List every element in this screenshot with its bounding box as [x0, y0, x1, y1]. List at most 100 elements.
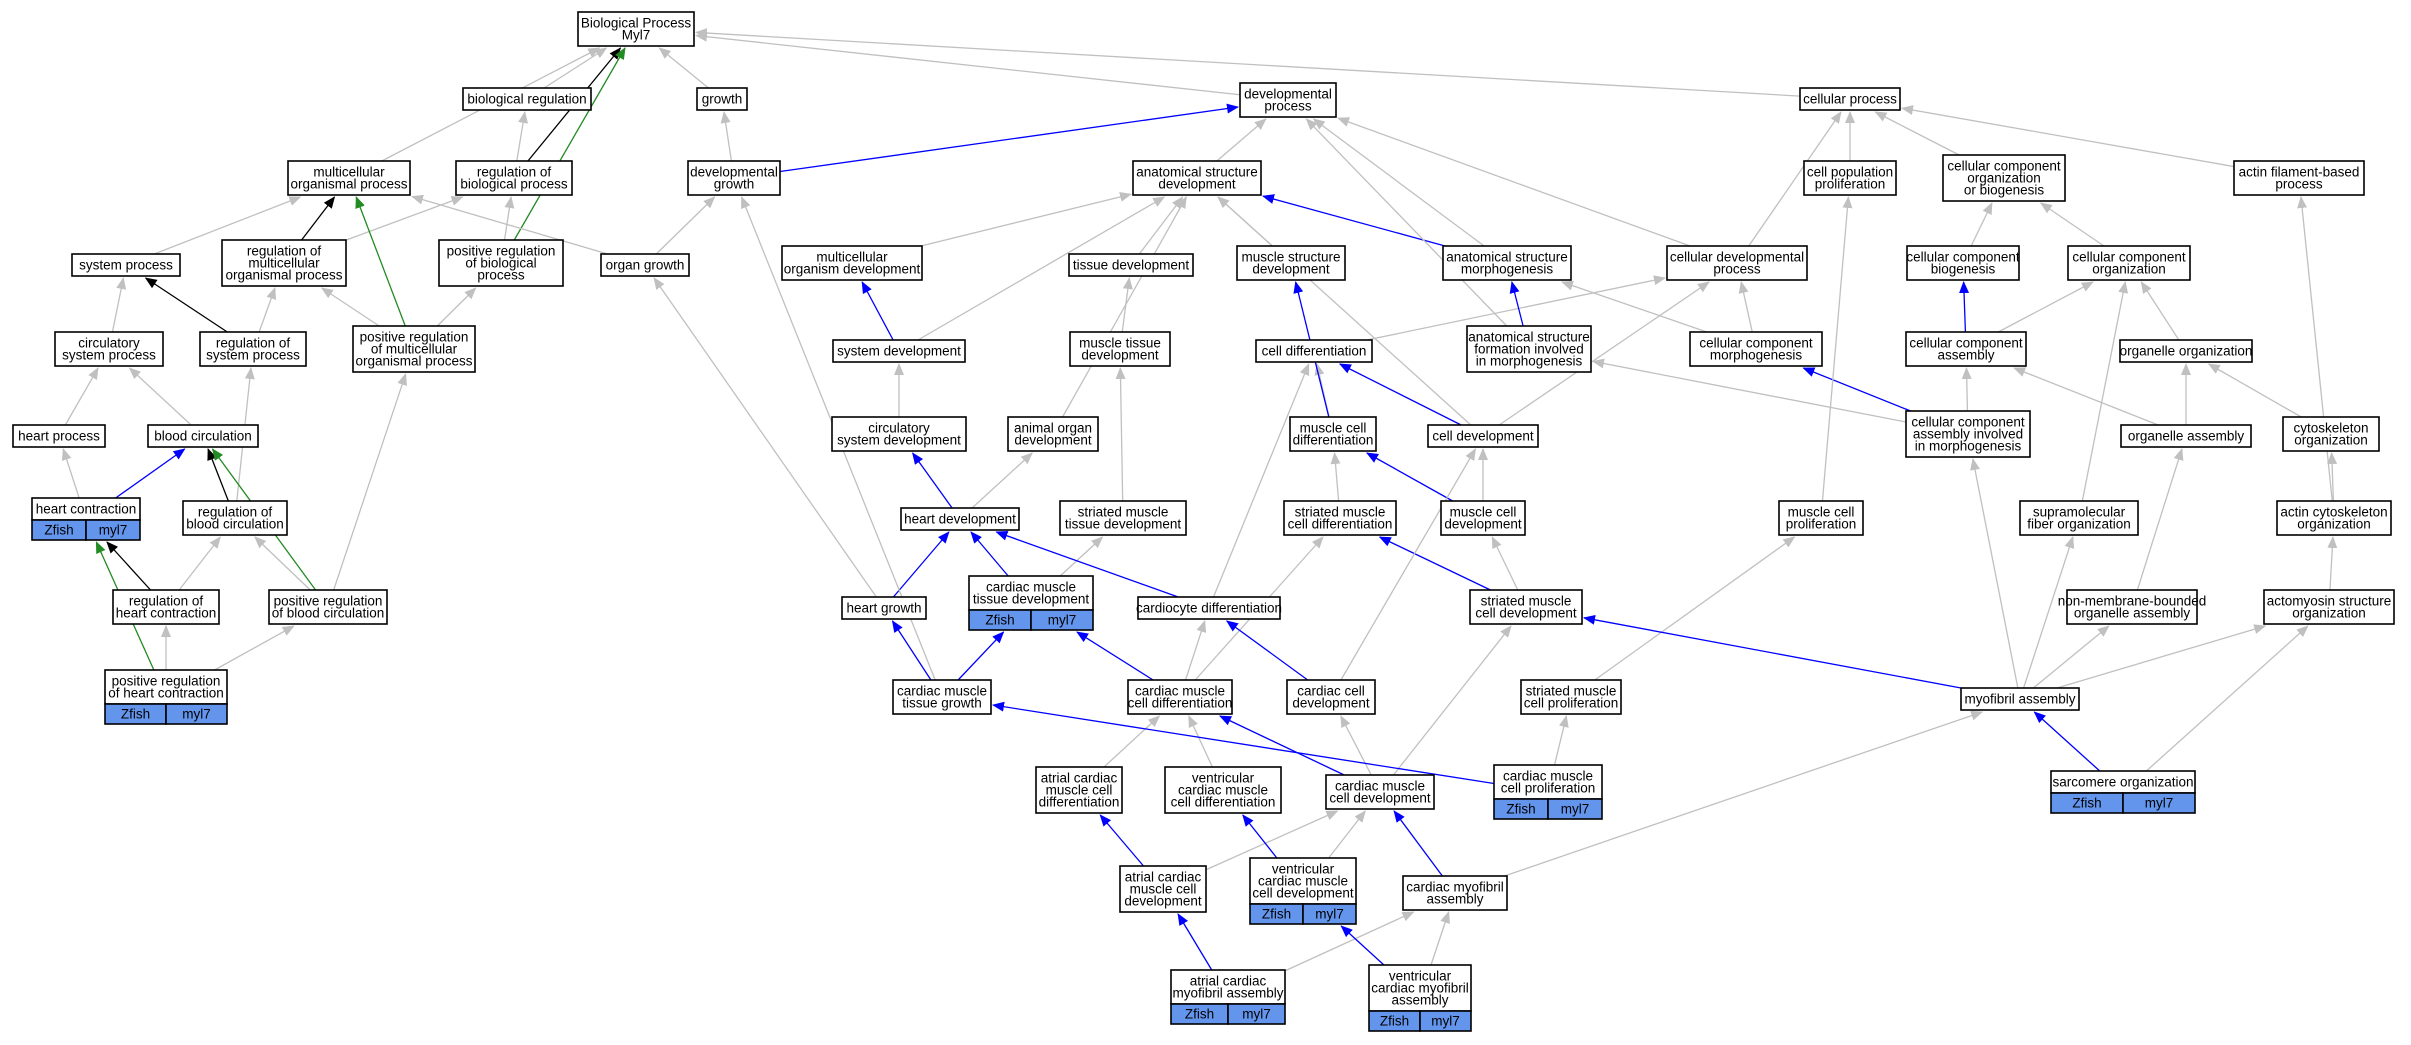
edge-cardiocytediff-part_of-heartdev	[995, 530, 1179, 598]
term-node-heartdev[interactable]: heart development	[900, 507, 1020, 531]
term-label-line: assembly	[1391, 993, 1448, 1008]
term-node-organelleasm[interactable]: organelle assembly	[2120, 424, 2252, 448]
edge-heartdev-is_a-animalorgan	[971, 452, 1033, 509]
term-node-cardiocytediff[interactable]: cardiocyte differentiation	[1136, 596, 1282, 620]
term-node-bloodcirc[interactable]: blood circulation	[147, 424, 259, 448]
term-node-organelleorg[interactable]: organelle organization	[2119, 339, 2253, 363]
term-node-cellproc[interactable]: cellular process	[1799, 87, 1901, 111]
annotation-gene-cell[interactable]	[1030, 609, 1094, 631]
term-label-line: cell development	[1432, 429, 1534, 444]
annotation-gene-cell[interactable]	[1419, 1010, 1472, 1032]
term-node-heartproc[interactable]: heart process	[12, 424, 106, 448]
term-node-myofibril[interactable]: myofibril assembly	[1960, 687, 2080, 711]
term-node-sysdev[interactable]: system development	[832, 339, 966, 363]
term-node-celldiff[interactable]: cell differentiation	[1255, 339, 1373, 363]
annotation-gene-cell[interactable]	[1547, 798, 1603, 820]
edge-celldev-is_a-celldevproc	[1498, 281, 1710, 426]
term-label-line: process	[477, 268, 525, 283]
term-node-growth[interactable]: growth	[696, 87, 748, 111]
term-label-line: cell development	[1475, 606, 1577, 621]
term-label-line: formation involved	[1474, 342, 1584, 357]
term-label-line: striated muscle	[1295, 505, 1386, 520]
term-node-celldev[interactable]: cell development	[1427, 424, 1539, 448]
term-box	[831, 416, 967, 452]
annotation-gene-cell[interactable]	[1227, 1003, 1286, 1025]
annotation-gene-cell[interactable]	[165, 703, 228, 725]
annotation-gene-cell[interactable]	[2122, 792, 2196, 814]
annotation-gene-cell[interactable]	[85, 519, 141, 541]
edge-regheartcontr-is_a-regbloodcirc	[178, 536, 221, 591]
edge-cmtissdev-is_a-stmtissdev	[1059, 536, 1104, 577]
term-box	[54, 331, 164, 367]
term-node-organgrowth[interactable]: organ growth	[600, 253, 690, 277]
term-label-line: cellular process	[1803, 92, 1897, 107]
term-node-heartgrowth[interactable]: heart growth	[841, 596, 927, 620]
term-node-tissuedev[interactable]: tissue development	[1068, 253, 1194, 277]
term-node-bioreg[interactable]: biological regulation	[462, 87, 592, 111]
term-label-line: actomyosin structure	[2267, 594, 2392, 609]
edge-celldev-is_a-asd	[1217, 196, 1472, 426]
term-node-sysproc[interactable]: system process	[71, 253, 181, 277]
term-label-line: cardiac muscle	[1178, 783, 1268, 798]
annotation-gene-cell[interactable]	[1302, 903, 1357, 925]
